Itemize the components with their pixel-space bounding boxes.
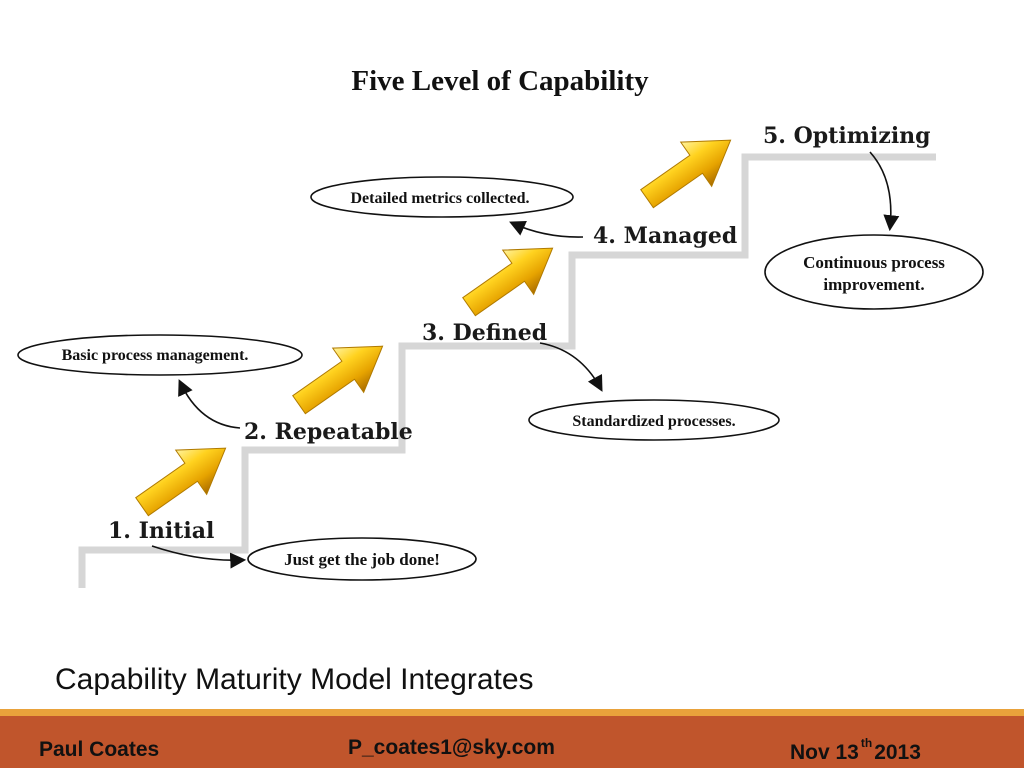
bubble-level-3: Standardized processes. xyxy=(528,399,780,441)
slide-caption: Capability Maturity Model Integrates xyxy=(55,663,534,696)
capability-diagram: Five Level of Capability 1. Initial 2. R… xyxy=(17,65,984,588)
bubble-level-3-text: Standardized processes. xyxy=(572,413,735,430)
gold-arrow-4 xyxy=(640,139,732,209)
bubble-level-4-text: Detailed metrics collected. xyxy=(350,190,529,207)
footer-author: Paul Coates xyxy=(39,738,160,761)
gold-arrow-2 xyxy=(292,345,384,415)
stair-outline xyxy=(78,153,936,588)
level-2-label: 2. Repeatable xyxy=(244,419,413,445)
level-3-label: 3. Defined xyxy=(422,320,547,346)
diagram-title: Five Level of Capability xyxy=(351,65,649,97)
bubble-level-2-text: Basic process management. xyxy=(62,347,249,364)
connector-arrow-3 xyxy=(539,342,603,392)
bubble-level-2: Basic process management. xyxy=(17,334,303,376)
footer-date-suffix: th xyxy=(860,736,873,750)
connector-arrow-2 xyxy=(178,379,241,429)
bubble-level-5: Continuous process improvement. xyxy=(764,234,984,310)
footer-date-year: 2013 xyxy=(874,741,921,764)
connector-arrow-5 xyxy=(869,151,900,232)
bubble-level-4: Detailed metrics collected. xyxy=(310,176,574,218)
connector-arrow-4 xyxy=(509,221,584,238)
bubble-level-1: Just get the job done! xyxy=(247,537,477,581)
level-4-label: 4. Managed xyxy=(593,223,737,249)
gold-arrow-1 xyxy=(135,447,227,517)
bubble-level-1-text: Just get the job done! xyxy=(284,550,440,569)
gold-arrow-3 xyxy=(462,247,554,317)
footer-date-prefix: Nov 13 xyxy=(790,741,859,764)
bubble-level-5-text-line2: improvement. xyxy=(823,275,924,294)
connector-arrow-1 xyxy=(151,545,247,569)
bubble-level-5-text-line1: Continuous process xyxy=(803,253,945,272)
level-1-label: 1. Initial xyxy=(108,518,214,544)
footer-email: P_coates1@sky.com xyxy=(348,736,555,759)
level-5-label: 5. Optimizing xyxy=(763,123,931,149)
